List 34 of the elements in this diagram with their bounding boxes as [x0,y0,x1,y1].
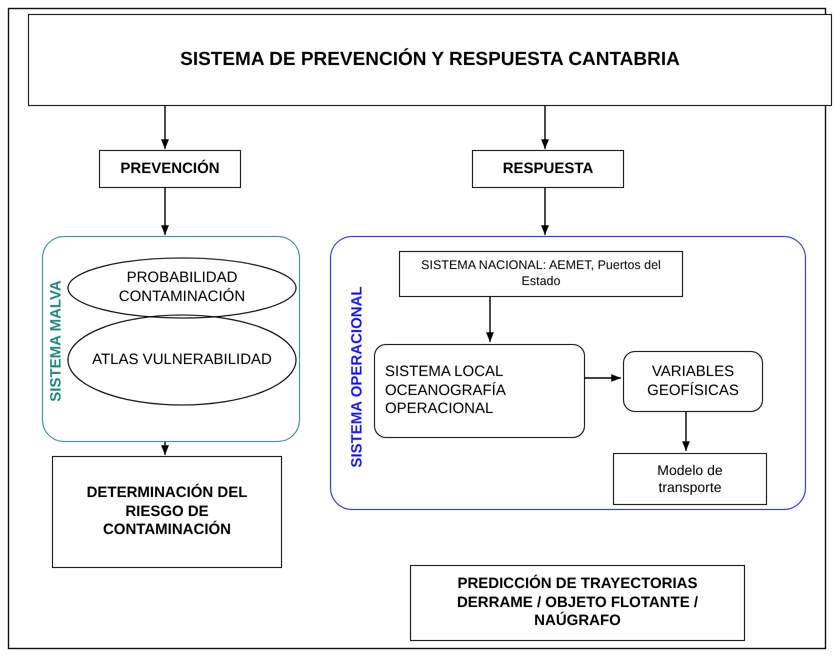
arrow [161,188,169,235]
node-label: PREDICCIÓN DE TRAYECTORIAS DERRAME / OBJETO FLOTANTE / NAÚGRAFO [456,574,700,632]
process-box [52,456,282,568]
process-box [613,453,767,505]
ellipse-node [67,314,297,406]
group-title: SISTEMA MALVA [48,280,64,402]
rounded-box [374,344,585,438]
process-box [99,150,241,188]
node-label: Modelo de transporte [656,462,724,496]
arrow [541,188,549,235]
node-label: SISTEMA NACIONAL: AEMET, Puertos del Estado [420,258,662,290]
arrow [161,442,169,455]
node-label: PROBABILIDAD CONTAMINACIÓN [118,269,246,307]
arrow [541,106,549,149]
arrow [682,411,690,451]
arrow [486,296,494,342]
arrow [161,106,169,149]
system-group [42,236,300,442]
ellipse-node [67,257,297,319]
process-box [472,150,624,188]
node-label: RESPUESTA [502,160,594,178]
node-label: VARIABLES GEOFÍSICAS [646,362,740,400]
node-label: ATLAS VULNERABILIDAD [92,350,272,370]
rounded-box [623,351,763,412]
node-label: PREVENCIÓN [120,160,220,178]
system-group [330,236,806,510]
group-title: SISTEMA OPERACIONAL [348,286,366,468]
node-label: SISTEMA DE PREVENCIÓN Y RESPUESTA CANTABRIA [180,48,680,72]
node-label: DETERMINACIÓN DEL RIESGO DE CONTAMINACIÓN [86,484,248,540]
node-label: SISTEMA LOCAL OCEANOGRAFÍA OPERACIONAL [384,362,507,420]
process-box [399,251,683,297]
process-box [28,14,832,106]
arrow [584,374,621,382]
process-box [410,565,745,641]
